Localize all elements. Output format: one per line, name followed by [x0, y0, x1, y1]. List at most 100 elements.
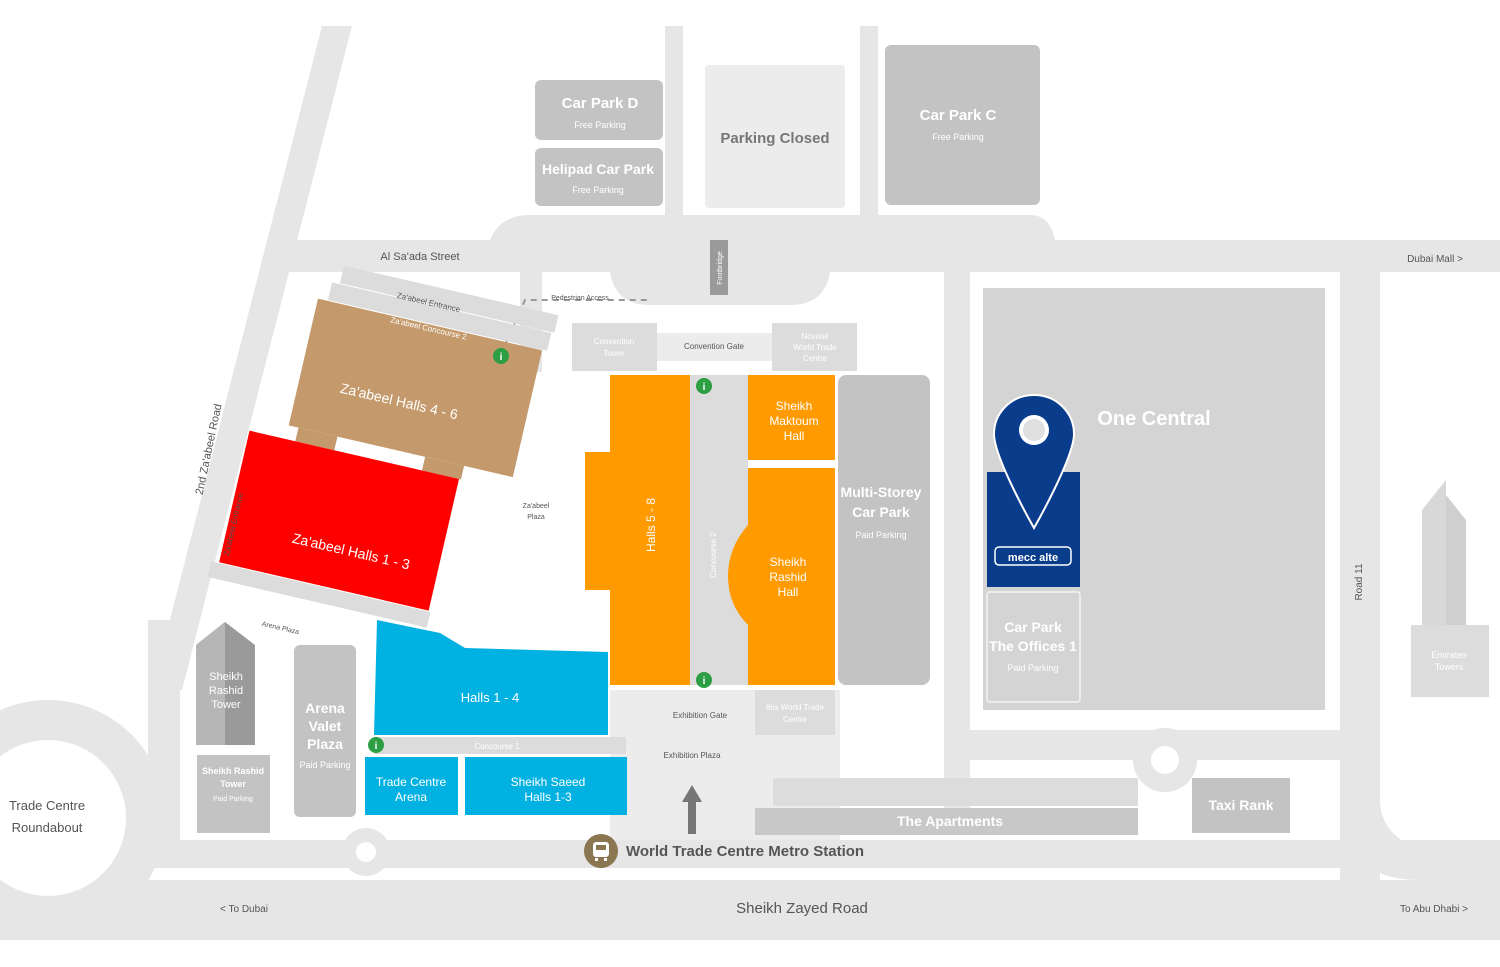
multi-storey-note: Paid Parking	[855, 530, 906, 540]
the-apartments-label: The Apartments	[897, 813, 1003, 829]
footbridge	[710, 240, 728, 295]
svg-text:i: i	[375, 741, 378, 752]
car-park-c	[885, 45, 1040, 205]
arena-valet-plaza	[294, 645, 356, 817]
concourse-2-label: Concourse 2	[709, 532, 718, 578]
zaabeel-concourse-2	[327, 282, 552, 351]
concourse-2	[690, 375, 748, 685]
roundabout-label-2: Roundabout	[12, 820, 83, 835]
al-saada-street	[285, 240, 1500, 272]
road-network	[0, 26, 1500, 940]
concourse-1	[374, 737, 626, 754]
novotel-label-2: World Trade	[793, 343, 837, 352]
car-park-offices-1	[986, 591, 1081, 703]
parking-closed	[705, 65, 845, 208]
one-central-label: One Central	[1097, 408, 1210, 430]
north-road-1	[665, 26, 683, 246]
zaabeel-entrance-band	[339, 265, 559, 333]
north-loop	[490, 215, 1055, 240]
apartments-annex	[773, 778, 1138, 806]
sheikh-saeed-halls	[465, 757, 627, 815]
roundabout-label-1: Trade Centre	[9, 798, 85, 813]
sheikh-zayed-road	[0, 880, 1500, 940]
arena-valet-label-1: Arena	[305, 700, 345, 716]
zaabeel-complex	[207, 265, 559, 628]
srt-label-1: Sheikh	[209, 671, 243, 683]
car-park-c-note: Free Parking	[932, 132, 984, 142]
svg-text:i: i	[703, 382, 706, 393]
halls-1-4	[374, 620, 608, 735]
north-parking: Car Park D Free Parking Helipad Car Park…	[535, 45, 1040, 208]
car-park-d	[535, 80, 663, 140]
info-icon: i	[368, 737, 384, 753]
exhibition-gate-label: Exhibition Gate	[673, 711, 728, 720]
convention-tower	[572, 323, 657, 371]
helipad-label: Helipad Car Park	[542, 161, 654, 177]
halls-5-8-label: Halls 5 - 8	[644, 498, 658, 552]
srt-label-3: Tower	[211, 699, 241, 711]
sheikh-zayed-road-label: Sheikh Zayed Road	[736, 900, 868, 917]
rashid-label-2: Rashid	[769, 570, 806, 584]
srt-parking	[197, 755, 270, 833]
srt-label-2: Rashid	[209, 685, 243, 697]
zaabeel-road	[152, 26, 352, 690]
arena-plaza-label: Arena Plaza	[261, 621, 300, 636]
exhibition-plaza-label: Exhibition Plaza	[664, 751, 721, 760]
car-park-d-label: Car Park D	[562, 95, 639, 112]
convention-tower-label-1: Convention	[594, 337, 634, 346]
footbridge-label: Footbridge	[717, 251, 724, 285]
parking-closed-label: Parking Closed	[720, 130, 829, 147]
multi-storey-car-park	[838, 375, 930, 685]
srt-parking-label-3: Paid Parking	[213, 796, 253, 803]
taxi-rank	[1192, 778, 1290, 833]
inner-road-east	[944, 255, 970, 815]
metro-station-label: World Trade Centre Metro Station	[626, 843, 864, 860]
emirates-towers-label-2: Towers	[1435, 662, 1464, 672]
offices-note: Paid Parking	[1007, 663, 1058, 673]
maktoum-label-3: Hall	[784, 429, 805, 443]
multi-storey-label-1: Multi-Storey	[841, 484, 922, 500]
to-dubai-label: < To Dubai	[220, 904, 268, 915]
car-park-c-label: Car Park C	[920, 107, 997, 124]
novotel-label-1: Novotel	[801, 332, 828, 341]
road-11	[1340, 255, 1380, 880]
taxi-rank-label: Taxi Rank	[1208, 797, 1273, 813]
to-abu-dhabi-label: To Abu Dhabi >	[1400, 904, 1468, 915]
zaabeel-concourse-1	[207, 561, 431, 628]
mecc-alte-logo-text: mecc alte	[1008, 552, 1058, 564]
ibis-label-2: Centre	[783, 715, 808, 724]
novotel-label-3: Centre	[803, 354, 828, 363]
zaabeel-halls-4-6	[288, 298, 543, 478]
convention-tower-label-2: Tower	[603, 349, 625, 358]
convention-gate-label: Convention Gate	[684, 342, 745, 351]
the-apartments	[755, 808, 1138, 835]
maktoum-label-1: Sheikh	[776, 399, 813, 413]
novotel	[772, 323, 857, 371]
arena-valet-label-2: Valet	[309, 718, 342, 734]
trade-centre-arena	[365, 757, 458, 815]
ibis-label-1: Ibis World Trade	[766, 703, 825, 712]
sheikh-rashid-hall	[728, 468, 835, 685]
halls-5-8	[585, 375, 690, 685]
mecc-alte-logo	[994, 546, 1072, 566]
trade-centre-arena-label-2: Arena	[395, 790, 427, 804]
pedestrian-access-label: Pedestrian Access	[551, 295, 609, 302]
svg-text:i: i	[500, 352, 503, 363]
al-saada-street-label: Al Sa'ada Street	[380, 251, 459, 263]
zaabeel-halls-1-3	[219, 430, 459, 611]
sheikh-saeed-label-1: Sheikh Saeed	[511, 775, 586, 789]
north-road-2	[860, 26, 878, 246]
emirates-towers	[1411, 480, 1489, 697]
offices-label-2: The Offices 1	[989, 638, 1077, 654]
arena-valet-note: Paid Parking	[299, 760, 350, 770]
ibis-hotel	[755, 690, 835, 735]
road-11-curve	[1340, 800, 1500, 880]
srt-parking-label-1: Sheikh Rashid	[202, 766, 264, 776]
location-pin-icon	[992, 393, 1076, 531]
svg-text:i: i	[703, 676, 706, 687]
arrow-up-icon	[682, 785, 702, 834]
info-icon: i	[493, 348, 509, 364]
info-icon: i	[696, 672, 712, 688]
emirates-towers-label-1: Emirates	[1431, 650, 1467, 660]
